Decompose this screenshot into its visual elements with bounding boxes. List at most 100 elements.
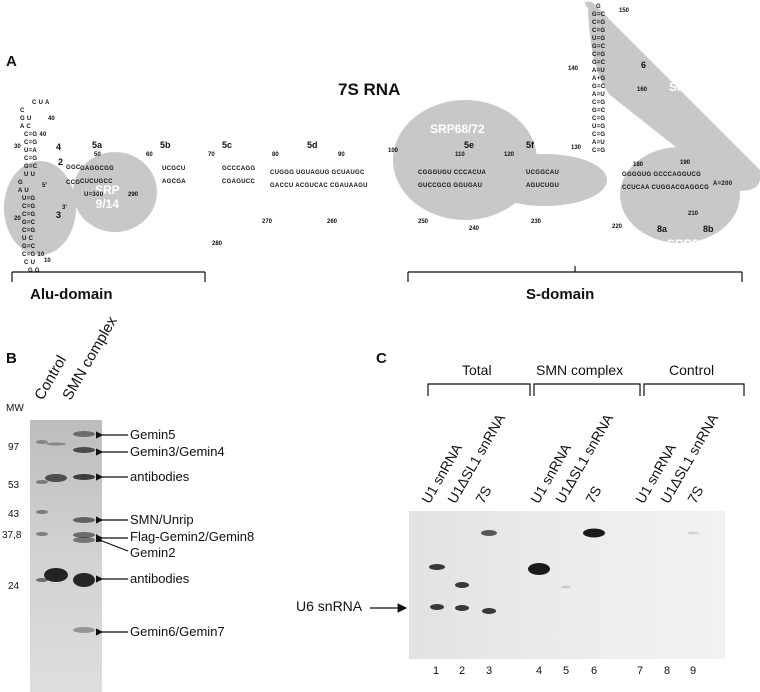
s-bracket: [407, 271, 743, 282]
srp68-72-label: SRP68/72: [430, 122, 485, 136]
mw-marker-band: [36, 440, 48, 444]
alu-bracket: [11, 271, 206, 282]
group-control: Control: [669, 362, 715, 378]
gel-c-bands: [429, 528, 699, 614]
smn-band: [73, 447, 95, 453]
mw-marker-band: [36, 532, 48, 536]
helix-5e-label: 5e: [464, 140, 475, 150]
pos-40: 40: [48, 116, 55, 122]
seg5e-top: CGGGUGU CCCACUA: [418, 170, 487, 176]
pos-230: 230: [531, 219, 542, 225]
end-200: A=200: [713, 181, 733, 187]
helix-5a-label: 5a: [92, 140, 103, 150]
seg5f-top: UCGGCAU: [526, 170, 560, 176]
helix-5c-label: 5c: [222, 140, 233, 150]
gel-b-bands: [36, 431, 95, 633]
seg5c-bot: CGAGUCC: [222, 179, 256, 185]
pos-240: 240: [469, 226, 480, 232]
alu-top-strand: GAGGCGG: [80, 166, 115, 172]
lane-num-3: 3: [486, 665, 493, 677]
gel-b: [30, 420, 102, 692]
u6-snrna-marker: U6 snRNA: [296, 598, 363, 614]
group-total: Total: [462, 362, 492, 378]
u300-label: U=300: [84, 192, 104, 198]
group-brackets: [427, 383, 745, 396]
control-band: [44, 568, 68, 582]
seg5d-bot: GACCU ACGUCAC CGAUAAGU: [270, 183, 368, 189]
protein-binding-regions: [4, 1, 760, 282]
helix-8b-label: 8b: [703, 224, 714, 234]
pos-210: 210: [688, 211, 699, 217]
lane-num-4: 4: [536, 665, 543, 677]
helix-2-label: 2: [58, 157, 64, 167]
smn-band: [73, 537, 95, 543]
smn-band: [73, 532, 95, 538]
lane-num-9: 9: [690, 665, 697, 677]
pos-110: 110: [455, 152, 465, 158]
five-prime-end: 5': [42, 183, 47, 189]
pos-280: 280: [212, 241, 223, 247]
seg5c-top: GCCCAGG: [222, 166, 256, 172]
mw-marker-band: [36, 510, 48, 514]
lane-5-band: [561, 585, 571, 589]
pos-50: 50: [94, 152, 101, 158]
lane-1-band: [429, 564, 445, 570]
u6-arrow: [370, 603, 408, 613]
rna-title: 7S RNA: [338, 80, 401, 99]
srp-left-bot: CCG: [66, 180, 81, 186]
lane-4-band: [528, 563, 550, 575]
pos-150: 150: [619, 8, 630, 14]
pos-260: 260: [327, 219, 338, 225]
helix-6-sequence: G G=C C=G C=G U=G G=C C=G G=C A=U A+G G=…: [592, 4, 606, 154]
panel-c-letter: C: [376, 350, 387, 367]
srp54-region: [620, 147, 740, 243]
band-antibodies-heavy: antibodies: [130, 469, 190, 484]
band-gemin3-gemin4: Gemin3/Gemin4: [130, 444, 225, 459]
pos-70: 70: [208, 152, 215, 158]
mw-marker-band: [36, 480, 48, 484]
lane-2-band: [455, 582, 469, 588]
alu-domain-label: Alu-domain: [30, 286, 113, 303]
srp9-14-region: [73, 152, 157, 232]
pos-100: 100: [388, 148, 399, 154]
alu-left-region: [4, 161, 76, 255]
lane-1-band: [430, 604, 444, 610]
lane-num-8: 8: [664, 665, 671, 677]
lane-9-band: [687, 531, 699, 535]
pos-220: 220: [612, 224, 623, 230]
lane-2-band: [455, 605, 469, 611]
band-gemin5: Gemin5: [130, 427, 176, 442]
pos-120: 120: [504, 152, 515, 158]
lane-num-6: 6: [591, 665, 598, 677]
gel-c: [409, 511, 725, 659]
seg5e-bot: GUCCGCG GGUGAU: [418, 183, 483, 189]
lane-6-label: 7S: [582, 483, 605, 506]
seg5d-top: CUGGG UGUAGUG GCUAUGC: [270, 170, 365, 176]
pos-180: 180: [633, 162, 644, 168]
lane-3-band: [482, 608, 496, 614]
alu-bottom-strand: CUCUGCC: [80, 179, 113, 185]
pos-90: 90: [338, 152, 345, 158]
lane-9-label: 7S: [684, 483, 707, 506]
lane-6-band: [583, 528, 605, 538]
mw-53: 53: [8, 480, 20, 491]
helix-5f-label: 5f: [526, 140, 535, 150]
smn-band: [73, 627, 95, 633]
band-gemin6-gemin7: Gemin6/Gemin7: [130, 624, 225, 639]
srp9-14-label: SRP 9/14: [95, 183, 120, 211]
seg5f-bot: AGUCUGU: [526, 183, 560, 189]
seg8-top: GGGGUG GCCCAGGUCG: [622, 172, 702, 178]
helix-8a-label: 8a: [657, 224, 668, 234]
srp54-label: SRP54: [667, 237, 706, 251]
seg8-bot: CCUCAA CUGGACGAGGCG: [622, 185, 710, 191]
panel-b-letter: B: [6, 350, 17, 367]
band-smn-unrip: SMN/Unrip: [130, 512, 194, 527]
pos-10: 10: [44, 258, 51, 264]
srp19-label: SRP19: [669, 80, 708, 94]
lane-num-1: 1: [433, 665, 440, 677]
pos-20: 20: [14, 216, 21, 222]
three-prime-end: 3': [62, 205, 67, 211]
band-gemin2: Gemin2: [130, 545, 176, 560]
pos-80: 80: [272, 152, 279, 158]
smn-band: [73, 573, 95, 587]
